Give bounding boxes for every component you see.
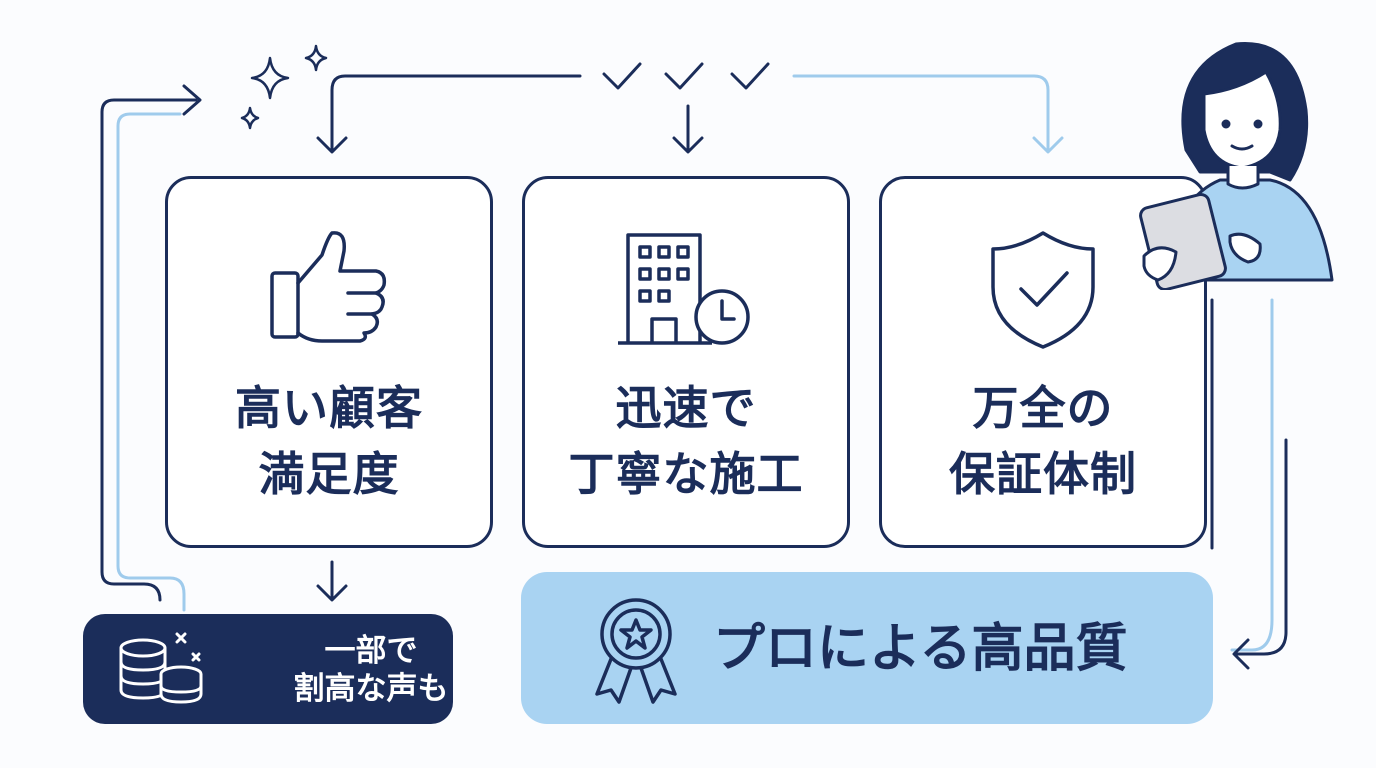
arrow-head (316, 136, 348, 154)
card-label-line2: 満足度 (258, 447, 400, 501)
person-with-tablet-illustration (1120, 30, 1350, 294)
arrow-head (316, 584, 348, 602)
connector-left-loop-light (116, 112, 186, 612)
card-label: 迅速で 丁寧な施工 (525, 375, 847, 507)
arrow-head (672, 136, 704, 154)
quality-banner: プロによる高品質 (521, 572, 1213, 724)
card-quick-construction: 迅速で 丁寧な施工 (522, 176, 850, 548)
thumbs-up-icon (264, 227, 394, 351)
coins-icon (117, 632, 257, 712)
card-label-line1: 高い顧客 (235, 381, 423, 435)
card-label-line2: 保証体制 (949, 447, 1137, 501)
check-mark-icon (664, 62, 704, 90)
card-label-line1: 迅速で (615, 381, 757, 435)
card-label: 万全の 保証体制 (882, 375, 1204, 507)
connector-right-dark-2 (1234, 438, 1288, 656)
connector-top-left (330, 74, 582, 152)
arrow-head (1032, 136, 1064, 154)
sparkle-icon (250, 56, 290, 100)
card-label-line1: 万全の (972, 381, 1114, 435)
check-mark-icon (730, 62, 770, 90)
arrow-head (182, 84, 202, 116)
sparkle-icon (240, 106, 260, 130)
award-ribbon-icon (591, 594, 681, 708)
cost-note-box: 一部で 割高な声も (83, 614, 453, 724)
cost-note-label: 一部で 割高な声も (291, 632, 451, 708)
card-customer-satisfaction: 高い顧客 満足度 (165, 176, 493, 548)
connector-right-light (1230, 298, 1274, 652)
card-label: 高い顧客 満足度 (168, 375, 490, 507)
connector-left-loop-dark (100, 98, 198, 602)
sparkle-icon (304, 44, 328, 72)
connector-top-right (792, 74, 1050, 152)
cost-note-line2: 割高な声も (293, 671, 449, 707)
check-mark-icon (602, 62, 642, 90)
card-label-line2: 丁寧な施工 (568, 447, 804, 501)
building-clock-icon (616, 227, 756, 355)
cost-note-line1: 一部で (324, 633, 418, 669)
arrow-head (1232, 638, 1250, 670)
shield-check-icon (983, 227, 1103, 355)
quality-banner-label: プロによる高品質 (713, 619, 1128, 679)
